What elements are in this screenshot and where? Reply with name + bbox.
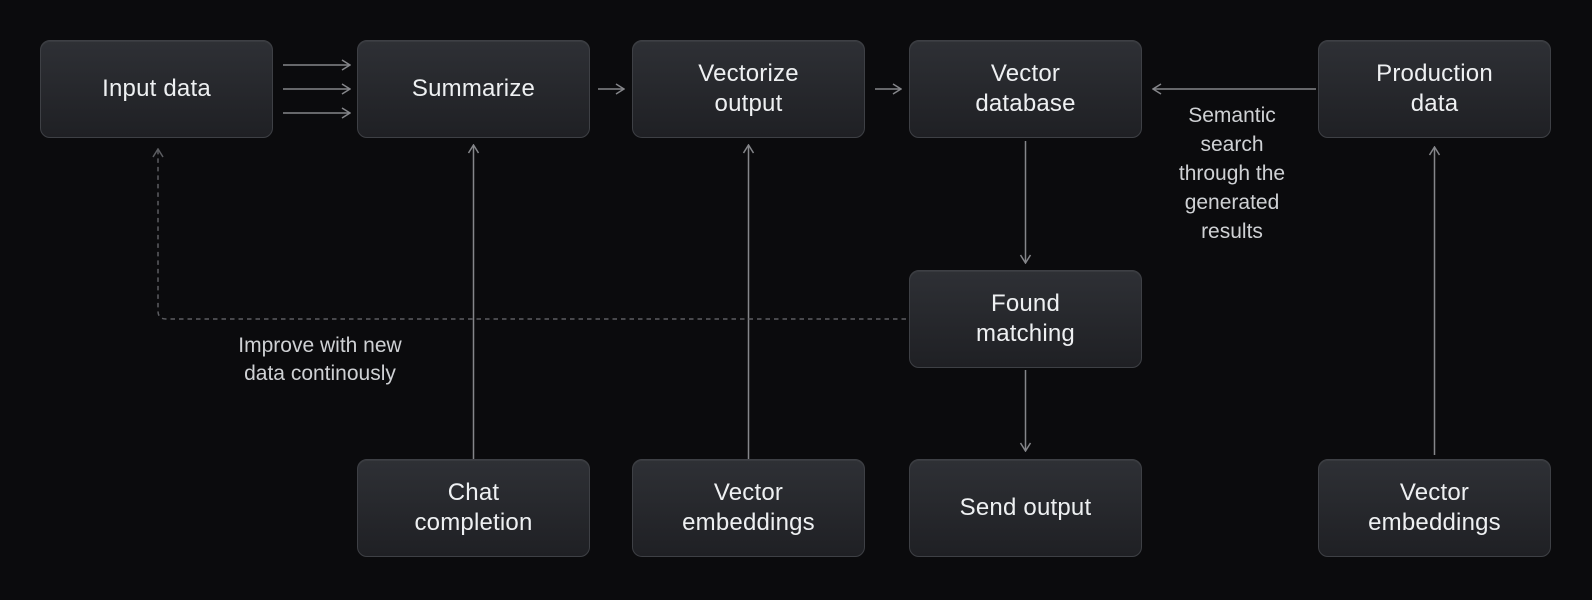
node-vector-embeddings-right-label: Vector embeddings xyxy=(1368,479,1501,536)
node-send-output-label: Send output xyxy=(959,494,1092,521)
semantic-search-annotation: Semantic search through the generated re… xyxy=(1178,104,1286,243)
node-found-matching-label: Found matching xyxy=(976,290,1075,347)
node-vector-embeddings-left: Vector embeddings xyxy=(632,459,865,557)
node-vector-embeddings-left-label: Vector embeddings xyxy=(682,479,815,536)
node-input-data-label: Input data xyxy=(102,75,211,102)
node-vector-database-label: Vector database xyxy=(975,60,1076,117)
node-summarize-label: Summarize xyxy=(411,75,536,102)
node-chat-completion: Chat completion xyxy=(357,459,590,557)
node-production-data-label: Production data xyxy=(1376,60,1493,117)
node-chat-completion-label: Chat completion xyxy=(414,479,533,536)
node-vector-embeddings-right: Vector embeddings xyxy=(1318,459,1551,557)
node-vectorize-output-label: Vectorize output xyxy=(698,60,799,117)
node-input-data: Input data xyxy=(40,40,273,138)
node-summarize: Summarize xyxy=(357,40,590,138)
improve-loop-annotation: Improve with new data continously xyxy=(238,334,402,385)
node-found-matching: Found matching xyxy=(909,270,1142,368)
node-vectorize-output: Vectorize output xyxy=(632,40,865,138)
node-production-data: Production data xyxy=(1318,40,1551,138)
node-vector-database: Vector database xyxy=(909,40,1142,138)
node-send-output: Send output xyxy=(909,459,1142,557)
edge-found-to-input-feedback xyxy=(158,149,906,320)
